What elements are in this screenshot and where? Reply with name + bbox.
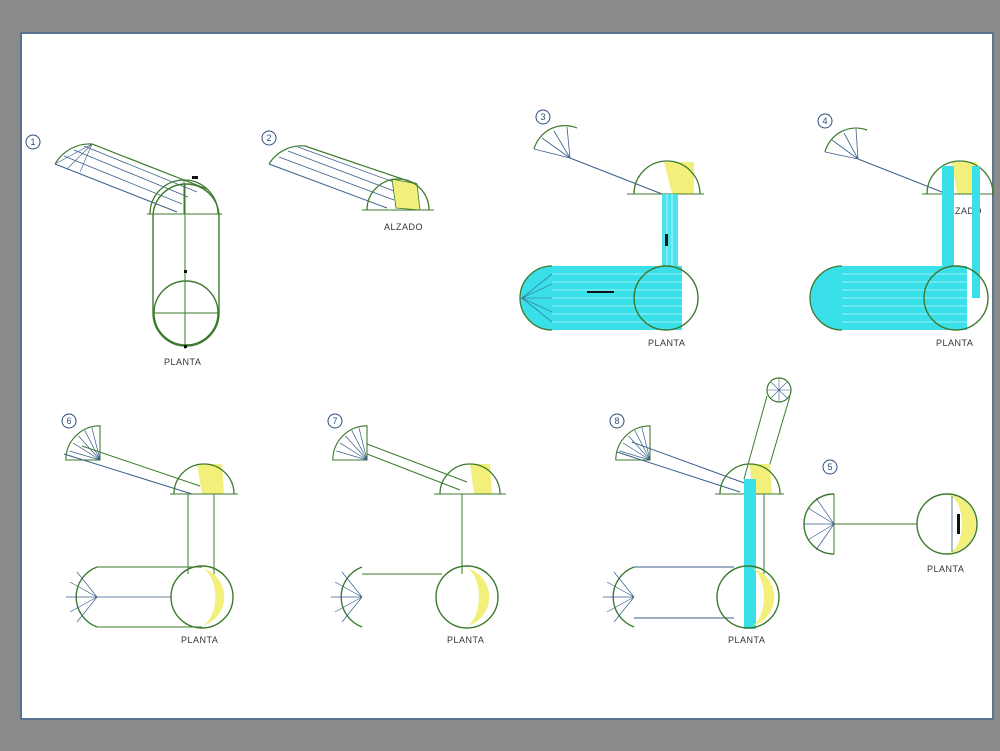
step-number-badge: 2	[261, 130, 277, 146]
step-number-badge: 6	[61, 413, 77, 429]
step-number: 5	[827, 462, 832, 472]
plan-view	[803, 493, 978, 555]
plan-view	[152, 183, 220, 349]
plan-view	[809, 166, 989, 331]
step-number: 7	[332, 416, 337, 426]
view-label: PLANTA	[728, 635, 765, 645]
step-number-badge: 1	[25, 134, 41, 150]
elevation-view	[268, 145, 434, 211]
step-number-badge: 3	[535, 109, 551, 125]
step-number-badge: 5	[822, 459, 838, 475]
step-6: 6 PLANTA	[61, 413, 238, 645]
step-number-badge: 7	[327, 413, 343, 429]
view-label: PLANTA	[936, 338, 973, 348]
elevation-view	[63, 425, 238, 495]
step-5: 5 PLANTA	[803, 459, 978, 574]
view-label: ALZADO	[384, 222, 423, 232]
view-label: PLANTA	[447, 635, 484, 645]
step-3: 3 PLANTA	[519, 109, 704, 348]
elevation-view	[824, 127, 994, 195]
cad-drawing: 1 PLANTA 2	[25, 109, 994, 645]
step-number: 4	[822, 116, 827, 126]
step-7: 7 PLANTA	[327, 413, 506, 645]
step-number-badge: 4	[817, 113, 833, 129]
view-label: PLANTA	[164, 357, 201, 367]
step-2: 2 ALZADO	[261, 130, 434, 232]
view-label: PLANTA	[648, 338, 685, 348]
step-number: 6	[66, 416, 71, 426]
elevation-view	[332, 425, 506, 495]
step-number: 8	[614, 416, 619, 426]
step-1: 1 PLANTA	[25, 134, 222, 367]
step-number-badge: 8	[609, 413, 625, 429]
plan-view	[519, 194, 699, 331]
step-8: 8 PLANTA	[603, 377, 792, 645]
step-number: 1	[30, 137, 35, 147]
step-number: 2	[266, 133, 271, 143]
plan-view	[603, 479, 780, 629]
view-label: PLANTA	[181, 635, 218, 645]
step-number: 3	[540, 112, 545, 122]
plan-view	[331, 494, 499, 629]
elevation-view	[533, 125, 704, 195]
plan-view	[66, 494, 234, 629]
view-label: ALZADO	[943, 206, 982, 216]
drawing-sheet: 1 PLANTA 2	[20, 32, 994, 720]
view-label: PLANTA	[927, 564, 964, 574]
step-4: 4 ALZADO PLANTA	[809, 113, 994, 348]
elevation-view	[54, 143, 222, 215]
elevation-view	[615, 377, 792, 495]
